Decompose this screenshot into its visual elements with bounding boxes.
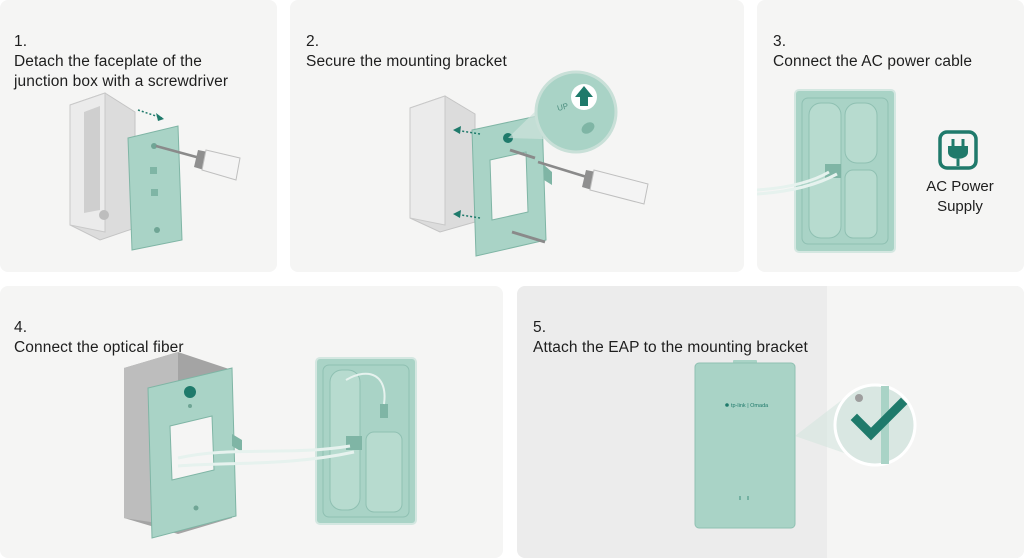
optical-fiber	[177, 444, 355, 468]
junction-box	[409, 95, 476, 233]
step-1-number: 1.	[14, 33, 28, 50]
mounting-bracket	[147, 367, 242, 539]
power-plug-icon	[938, 130, 978, 170]
step-1-panel: 1. Detach the faceplate of the junction …	[0, 0, 277, 272]
ac-power-label: AC Power Supply	[917, 177, 1003, 217]
step-3-title: 3. Connect the AC power cable	[773, 12, 972, 72]
step-4-number: 4.	[14, 319, 28, 336]
ac-power-line2: Supply	[937, 198, 983, 215]
step-5-panel: tp-link | Omada 5. Attach the EAP to the…	[517, 286, 1024, 558]
zoom-callout: UP	[508, 70, 618, 154]
step-4-text: Connect the optical fiber	[14, 339, 184, 356]
detach-arrow	[137, 109, 164, 121]
checkmark-icon	[850, 397, 908, 441]
up-marker: UP	[556, 101, 569, 113]
step-2-text: Secure the mounting bracket	[306, 53, 507, 70]
step-3-illustration	[757, 89, 978, 253]
step-2-illustration: UP	[409, 70, 649, 257]
step-5-number: 5.	[533, 319, 547, 336]
step-5-title: 5. Attach the EAP to the mounting bracke…	[533, 298, 808, 358]
step-2-panel: 2. Secure the mounting bracket	[290, 0, 744, 272]
faceplate	[127, 125, 183, 251]
screws	[509, 148, 546, 244]
eap-back-panel	[315, 357, 417, 525]
step-5-illustration: tp-link | Omada	[694, 286, 1024, 558]
ac-power-line1: AC Power	[926, 178, 994, 195]
eap-back-panel	[794, 89, 896, 253]
up-arrow-icon	[571, 84, 597, 110]
screwdriver-icon	[537, 160, 649, 205]
step-1-illustration	[69, 92, 241, 251]
screwdriver-icon	[155, 144, 241, 181]
step-3-text: Connect the AC power cable	[773, 53, 973, 70]
step-1-title: 1. Detach the faceplate of the junction …	[14, 12, 228, 92]
step-2-number: 2.	[306, 33, 320, 50]
step-3-panel: 3. Connect the AC power cable AC Power S…	[757, 0, 1024, 272]
junction-box	[69, 92, 136, 241]
device-logo: tp-link | Omada	[731, 403, 769, 409]
step-3-number: 3.	[773, 33, 787, 50]
step-1-text: Detach the faceplate of the junction box…	[14, 53, 229, 90]
ac-power-cable	[757, 170, 838, 196]
step-4-panel: 4. Connect the optical fiber	[0, 286, 503, 558]
bracket-arrows	[453, 126, 481, 219]
step-4-title: 4. Connect the optical fiber	[14, 298, 184, 358]
step-2-title: 2. Secure the mounting bracket	[306, 12, 507, 72]
step-4-illustration	[124, 352, 417, 539]
step-5-text: Attach the EAP to the mounting bracket	[533, 339, 808, 356]
eap-device: tp-link | Omada	[694, 360, 796, 529]
zoom-callout	[795, 383, 917, 467]
mounting-bracket	[471, 114, 552, 257]
